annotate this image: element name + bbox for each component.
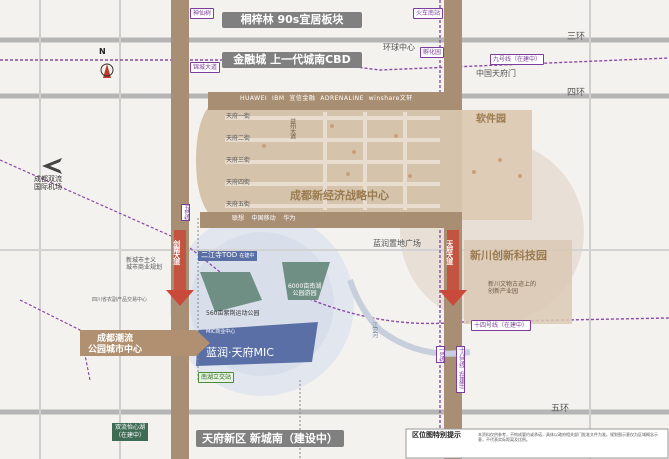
innovation-park-sub: 新川文物古迹上的 创新产业园 (488, 281, 537, 295)
map-pins (262, 124, 522, 178)
zijing-sports-park (200, 272, 262, 312)
company-logos-row-bottom: 联想 中国移动 华为 (232, 215, 296, 223)
company-logos-row: HUAWEI IBM 宜信金融 ADRENALINE winshare文轩 (240, 95, 413, 103)
tianfu-arrow (439, 290, 467, 306)
erjiangsi-name: 二江寺TOD (201, 251, 238, 259)
project-commercial-label: MIC商业中心 (206, 329, 236, 335)
station-shenxianshu: 神仙树 (190, 8, 215, 19)
logo-ibm: IBM (272, 95, 285, 102)
jiannan-arrow-shaft (174, 230, 186, 292)
banner-finance-city: 金融城 上一代城南CBD (222, 52, 362, 68)
legend-box (405, 428, 669, 459)
logo-lenovo: 联想 (232, 215, 245, 222)
logo-huawei-2: 华为 (283, 215, 296, 222)
south-lake-label: 6000亩南湖 公园游园 (288, 283, 322, 297)
project-site (196, 322, 318, 366)
park-center-title: 成都潮流 公园城市中心 (88, 334, 143, 355)
metro-line-18-label: 十八号线（在建中） (456, 346, 465, 393)
tianfu-gate-label: 中国天府门 (476, 69, 516, 78)
project-name: 蓝润·天府MIC (206, 346, 274, 359)
station-fengbei: 孵化园 (420, 47, 445, 58)
software-park-zone (462, 110, 532, 220)
software-park-title: 软件园 (476, 114, 506, 125)
metro-line-9-label: 九号线（在建中） (490, 54, 545, 65)
global-center-label: 环球中心 (383, 43, 415, 52)
lanrun-plaza-label: 蓝润置地广场 (373, 239, 421, 248)
river-label: 江安河 (370, 322, 378, 337)
street-tianfu-5: 天府五街 (226, 201, 251, 208)
station-jincheng: 锦城大道 (190, 62, 221, 73)
sichuan-market-label: 四川省农副产品交易中心 (92, 297, 148, 303)
company-band (208, 92, 462, 110)
company-band-bottom (200, 212, 462, 228)
ring-4-label: 四环 (567, 88, 586, 98)
compass-label: N (99, 47, 106, 56)
station-huochenan: 火车南站 (413, 8, 444, 19)
street-tianfu-4: 天府四街 (226, 179, 251, 186)
logo-yixin: 宜信金融 (289, 95, 316, 102)
metro-line-airport (19, 299, 91, 381)
metro-line-5-label: 五号线 (181, 204, 190, 221)
airport-label: 成都双流 国际机场 (34, 175, 62, 191)
logo-adrenaline: ADRENALINE (320, 95, 364, 102)
logo-china-mobile: 中国移动 (251, 215, 276, 222)
street-tianfu-1: 天府一街 (226, 113, 251, 120)
shuangliu-lake-label: 双流怡心湖 （在建中） (112, 423, 149, 441)
zijing-park-label: 560亩紫荆运动公园 (206, 310, 260, 317)
street-tianfu-2: 天府二街 (226, 135, 251, 142)
newcity-label: 新城市主义 城市商业规划 (126, 257, 163, 271)
tianfu-arrow-shaft (447, 230, 459, 292)
station-nanhu: 南湖立交站 (198, 372, 235, 383)
banner-tianfu-new-area: 天府新区 新城南（建设中） (196, 430, 344, 447)
compass-arrow (103, 64, 111, 78)
erjiangsi-status: 在建中 (239, 253, 255, 259)
ring-3-label: 三环 (567, 32, 586, 42)
legend-text: 本资料仅供参考，不构成要约或承诺，具体以政府相关部门批准文件为准。规划图示意仅为… (478, 432, 658, 442)
street-tianfu-3: 天府三街 (226, 157, 251, 164)
ring-5-label: 五环 (551, 404, 570, 414)
compass-ring (100, 63, 114, 77)
innovation-park-zone (464, 240, 572, 324)
innovation-park-title: 新川创新科技园 (470, 249, 547, 262)
strategy-center-title: 成都新经济战略中心 (290, 189, 389, 202)
jiannan-arrow (166, 290, 194, 306)
erjiangsi-tod-label: 二江寺TOD 在建中 (198, 251, 258, 261)
inner-streets (225, 112, 440, 210)
south-lake-park (282, 262, 330, 300)
banner-tongzilin: 桐梓林 90s宜居板块 (222, 12, 362, 28)
metro-line-1-label: 一号线 (436, 346, 445, 363)
metro-line-14-label: 十四号线（在建中） (471, 320, 532, 331)
airplane-icon (42, 158, 62, 174)
jiannan-avenue-label: 剑南大道 (172, 240, 181, 264)
jiannan-avenue (171, 0, 189, 459)
logo-winshare: winshare文轩 (368, 95, 413, 102)
tianfu-avenue-label: 天府大道 (445, 240, 454, 264)
park-center-callout (80, 330, 210, 356)
yizhou-avenue-label: 益州大道 (288, 118, 296, 138)
logo-huawei: HUAWEI (240, 95, 268, 102)
legend-title: 区位图特别提示 (412, 431, 461, 439)
